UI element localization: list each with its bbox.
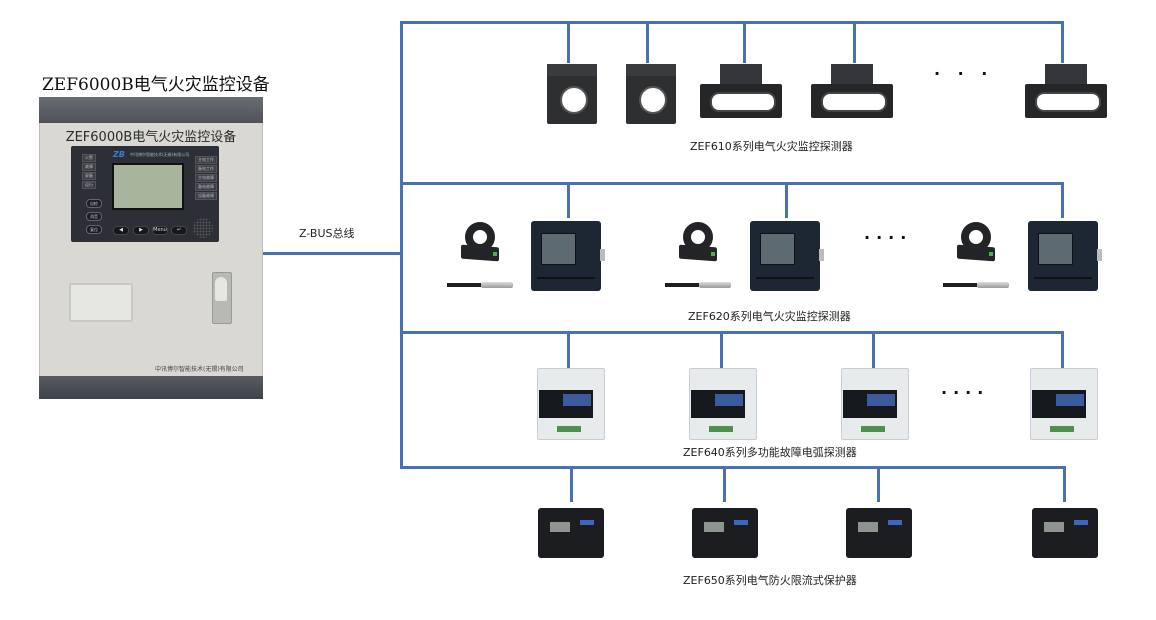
zef610-round-ct-detector: [626, 64, 676, 124]
zef620-detector-unit: [750, 221, 824, 291]
zef620-current-transformer: [957, 222, 995, 264]
zef610-slot-ct-detector: [1025, 64, 1107, 118]
zef640-arc-fault-detector: [841, 368, 909, 440]
indicator-main-power: 主电工作: [195, 156, 217, 164]
drop-line: [743, 21, 746, 63]
drop-line: [785, 182, 788, 218]
drop-line: [877, 466, 880, 502]
drop-line: [723, 466, 726, 502]
indicator-main-power-fault: 主电故障: [195, 174, 217, 182]
ellipsis-row1: · · ·: [934, 64, 994, 83]
drop-line: [1063, 466, 1066, 502]
zef610-round-ct-detector: [547, 64, 597, 124]
drop-line: [853, 21, 856, 63]
zef640-arc-fault-detector: [1030, 368, 1098, 440]
caption-zef640: ZEF640系列多功能故障电弧探测器: [683, 446, 857, 459]
zef620-temperature-probe: [447, 282, 513, 288]
ellipsis-row2: ····: [864, 228, 913, 247]
indicator-fault: 故障: [82, 163, 96, 171]
indicator-backup-power: 备电工作: [195, 165, 217, 173]
zef620-current-transformer: [679, 222, 717, 264]
drop-line: [567, 182, 570, 218]
drop-line: [570, 466, 573, 502]
brand-logo: ZB: [113, 150, 125, 159]
brand-logo-text: 中讯博尔智能技术(无锡)有限公司: [130, 152, 190, 157]
menu-button[interactable]: Menu: [152, 226, 168, 235]
lcd-screen: [112, 163, 184, 210]
zef620-temperature-probe: [665, 282, 731, 288]
cabinet-top-trim: [39, 97, 263, 123]
printer: [69, 283, 133, 322]
zef620-current-transformer: [461, 222, 499, 264]
caption-zef610: ZEF610系列电气火灾监控探测器: [690, 140, 853, 153]
zef620-detector-unit: [1028, 221, 1102, 291]
silence-button[interactable]: 消音: [86, 212, 102, 221]
cabinet-heading: ZEF6000B电气火灾监控设备: [42, 75, 270, 95]
left-arrow-button[interactable]: ◀: [113, 226, 129, 235]
cabinet-base: [39, 376, 263, 399]
drop-line: [720, 331, 723, 368]
speaker-grille: [193, 218, 213, 238]
drop-line: [646, 21, 649, 63]
zef620-temperature-probe: [943, 282, 1009, 288]
bus-label: Z-BUS总线: [299, 227, 355, 240]
indicator-backup-power-fault: 备电故障: [195, 183, 217, 191]
drop-line: [567, 21, 570, 63]
bus-branch-row4: [400, 466, 1064, 469]
company-name: 中讯博尔智能技术(无锡)有限公司: [155, 366, 244, 373]
door-handle-grip: [215, 277, 227, 301]
drop-line: [1061, 331, 1064, 368]
zef640-arc-fault-detector: [689, 368, 757, 440]
indicator-device-fault: 设备故障: [195, 192, 217, 200]
zef650-current-limiting-protector: [846, 508, 912, 558]
zef610-slot-ct-detector: [811, 64, 893, 118]
cabinet-panel-title: ZEF6000B电气火灾监控设备: [65, 130, 237, 145]
zef640-arc-fault-detector: [537, 368, 605, 440]
ellipsis-row3: ····: [941, 383, 990, 402]
bus-branch-row2: [400, 182, 1064, 185]
bus-trunk-vertical: [400, 21, 403, 469]
zef650-current-limiting-protector: [538, 508, 604, 558]
bus-branch-row1: [400, 21, 1064, 24]
caption-zef620: ZEF620系列电气火灾监控探测器: [688, 310, 851, 323]
self-test-button[interactable]: 自检: [86, 199, 102, 208]
drop-line: [872, 331, 875, 368]
drop-line: [1061, 182, 1064, 218]
zef650-current-limiting-protector: [1032, 508, 1098, 558]
drop-line: [567, 331, 570, 368]
drop-line: [1061, 21, 1064, 63]
indicator-run: 运行: [82, 181, 96, 189]
right-arrow-button[interactable]: ▶: [133, 226, 149, 235]
indicator-shield: 屏蔽: [82, 172, 96, 180]
indicator-fire: 火警: [82, 154, 96, 162]
enter-button[interactable]: ↵: [171, 226, 187, 235]
zef610-slot-ct-detector: [700, 64, 782, 118]
bus-trunk-horizontal: [263, 252, 403, 255]
zef620-detector-unit: [531, 221, 605, 291]
caption-zef650: ZEF650系列电气防火限流式保护器: [683, 574, 857, 587]
zef650-current-limiting-protector: [692, 508, 758, 558]
bus-branch-row3: [400, 331, 1064, 334]
reset-button[interactable]: 复位: [86, 225, 102, 234]
